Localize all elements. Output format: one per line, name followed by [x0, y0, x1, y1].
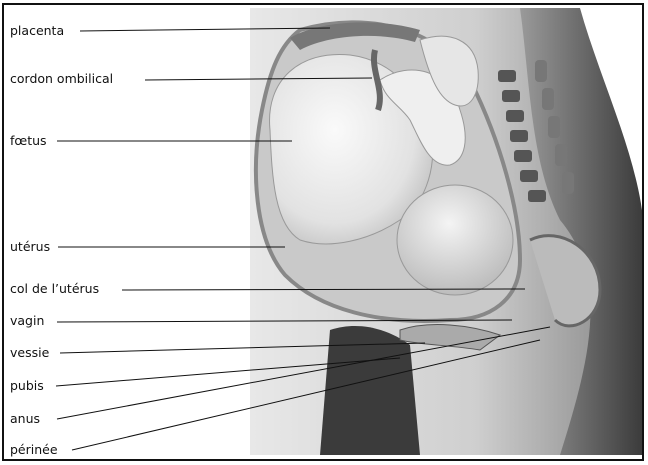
label-pubis: pubis: [10, 379, 44, 393]
label-placenta: placenta: [10, 24, 64, 38]
label-anus: anus: [10, 412, 40, 426]
label-foetus: fœtus: [10, 134, 47, 148]
label-vagin: vagin: [10, 314, 44, 328]
label-uterus: utérus: [10, 240, 50, 254]
label-cordon-ombilical: cordon ombilical: [10, 72, 113, 86]
label-perinee: périnée: [10, 443, 58, 457]
label-vessie: vessie: [10, 346, 49, 360]
label-col-uterus: col de l’utérus: [10, 282, 99, 296]
